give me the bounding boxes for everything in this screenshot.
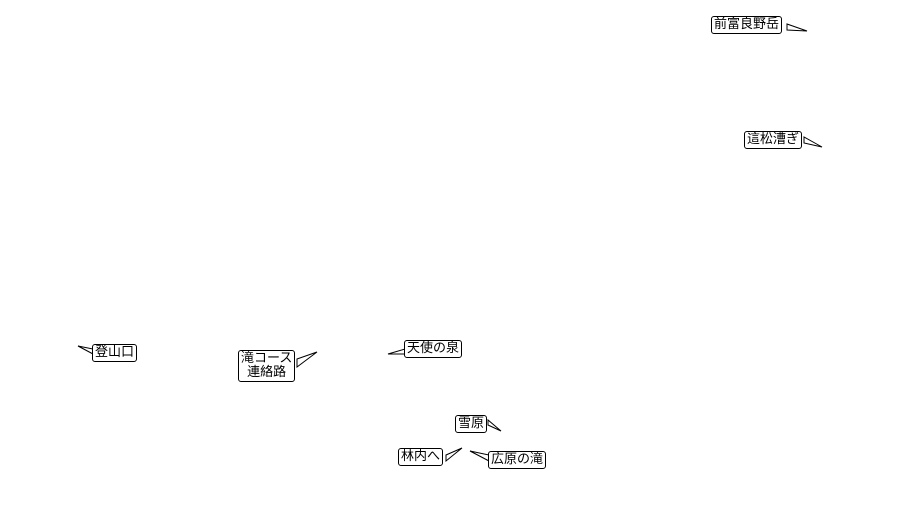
place-label-tozanguchi: 登山口 <box>92 344 138 362</box>
place-label-tenshi: 天使の泉 <box>404 340 463 358</box>
pointer-tenshi <box>387 348 406 355</box>
place-label-taki-course: 滝コース 連絡路 <box>238 350 296 382</box>
place-label-setsugen: 雪原 <box>455 415 488 433</box>
place-label-kohara: 広原の滝 <box>488 451 547 469</box>
pointer-kohara <box>469 450 490 462</box>
pointer-tozanguchi <box>77 345 94 355</box>
pointer-rinnai <box>445 447 463 463</box>
place-label-rinnai: 林内へ <box>398 448 444 466</box>
pointer-taki-course <box>296 351 318 368</box>
place-label-taki-course-line-1: 滝コース <box>241 351 293 366</box>
pointer-matsu <box>803 136 823 148</box>
pointer-maetomi <box>786 23 808 32</box>
pointer-setsugen <box>487 418 502 432</box>
place-label-matsu: 這松漕ぎ <box>744 131 803 149</box>
place-label-maetomi: 前富良野岳 <box>711 16 783 34</box>
place-label-taki-course-line-2: 連絡路 <box>247 365 287 380</box>
